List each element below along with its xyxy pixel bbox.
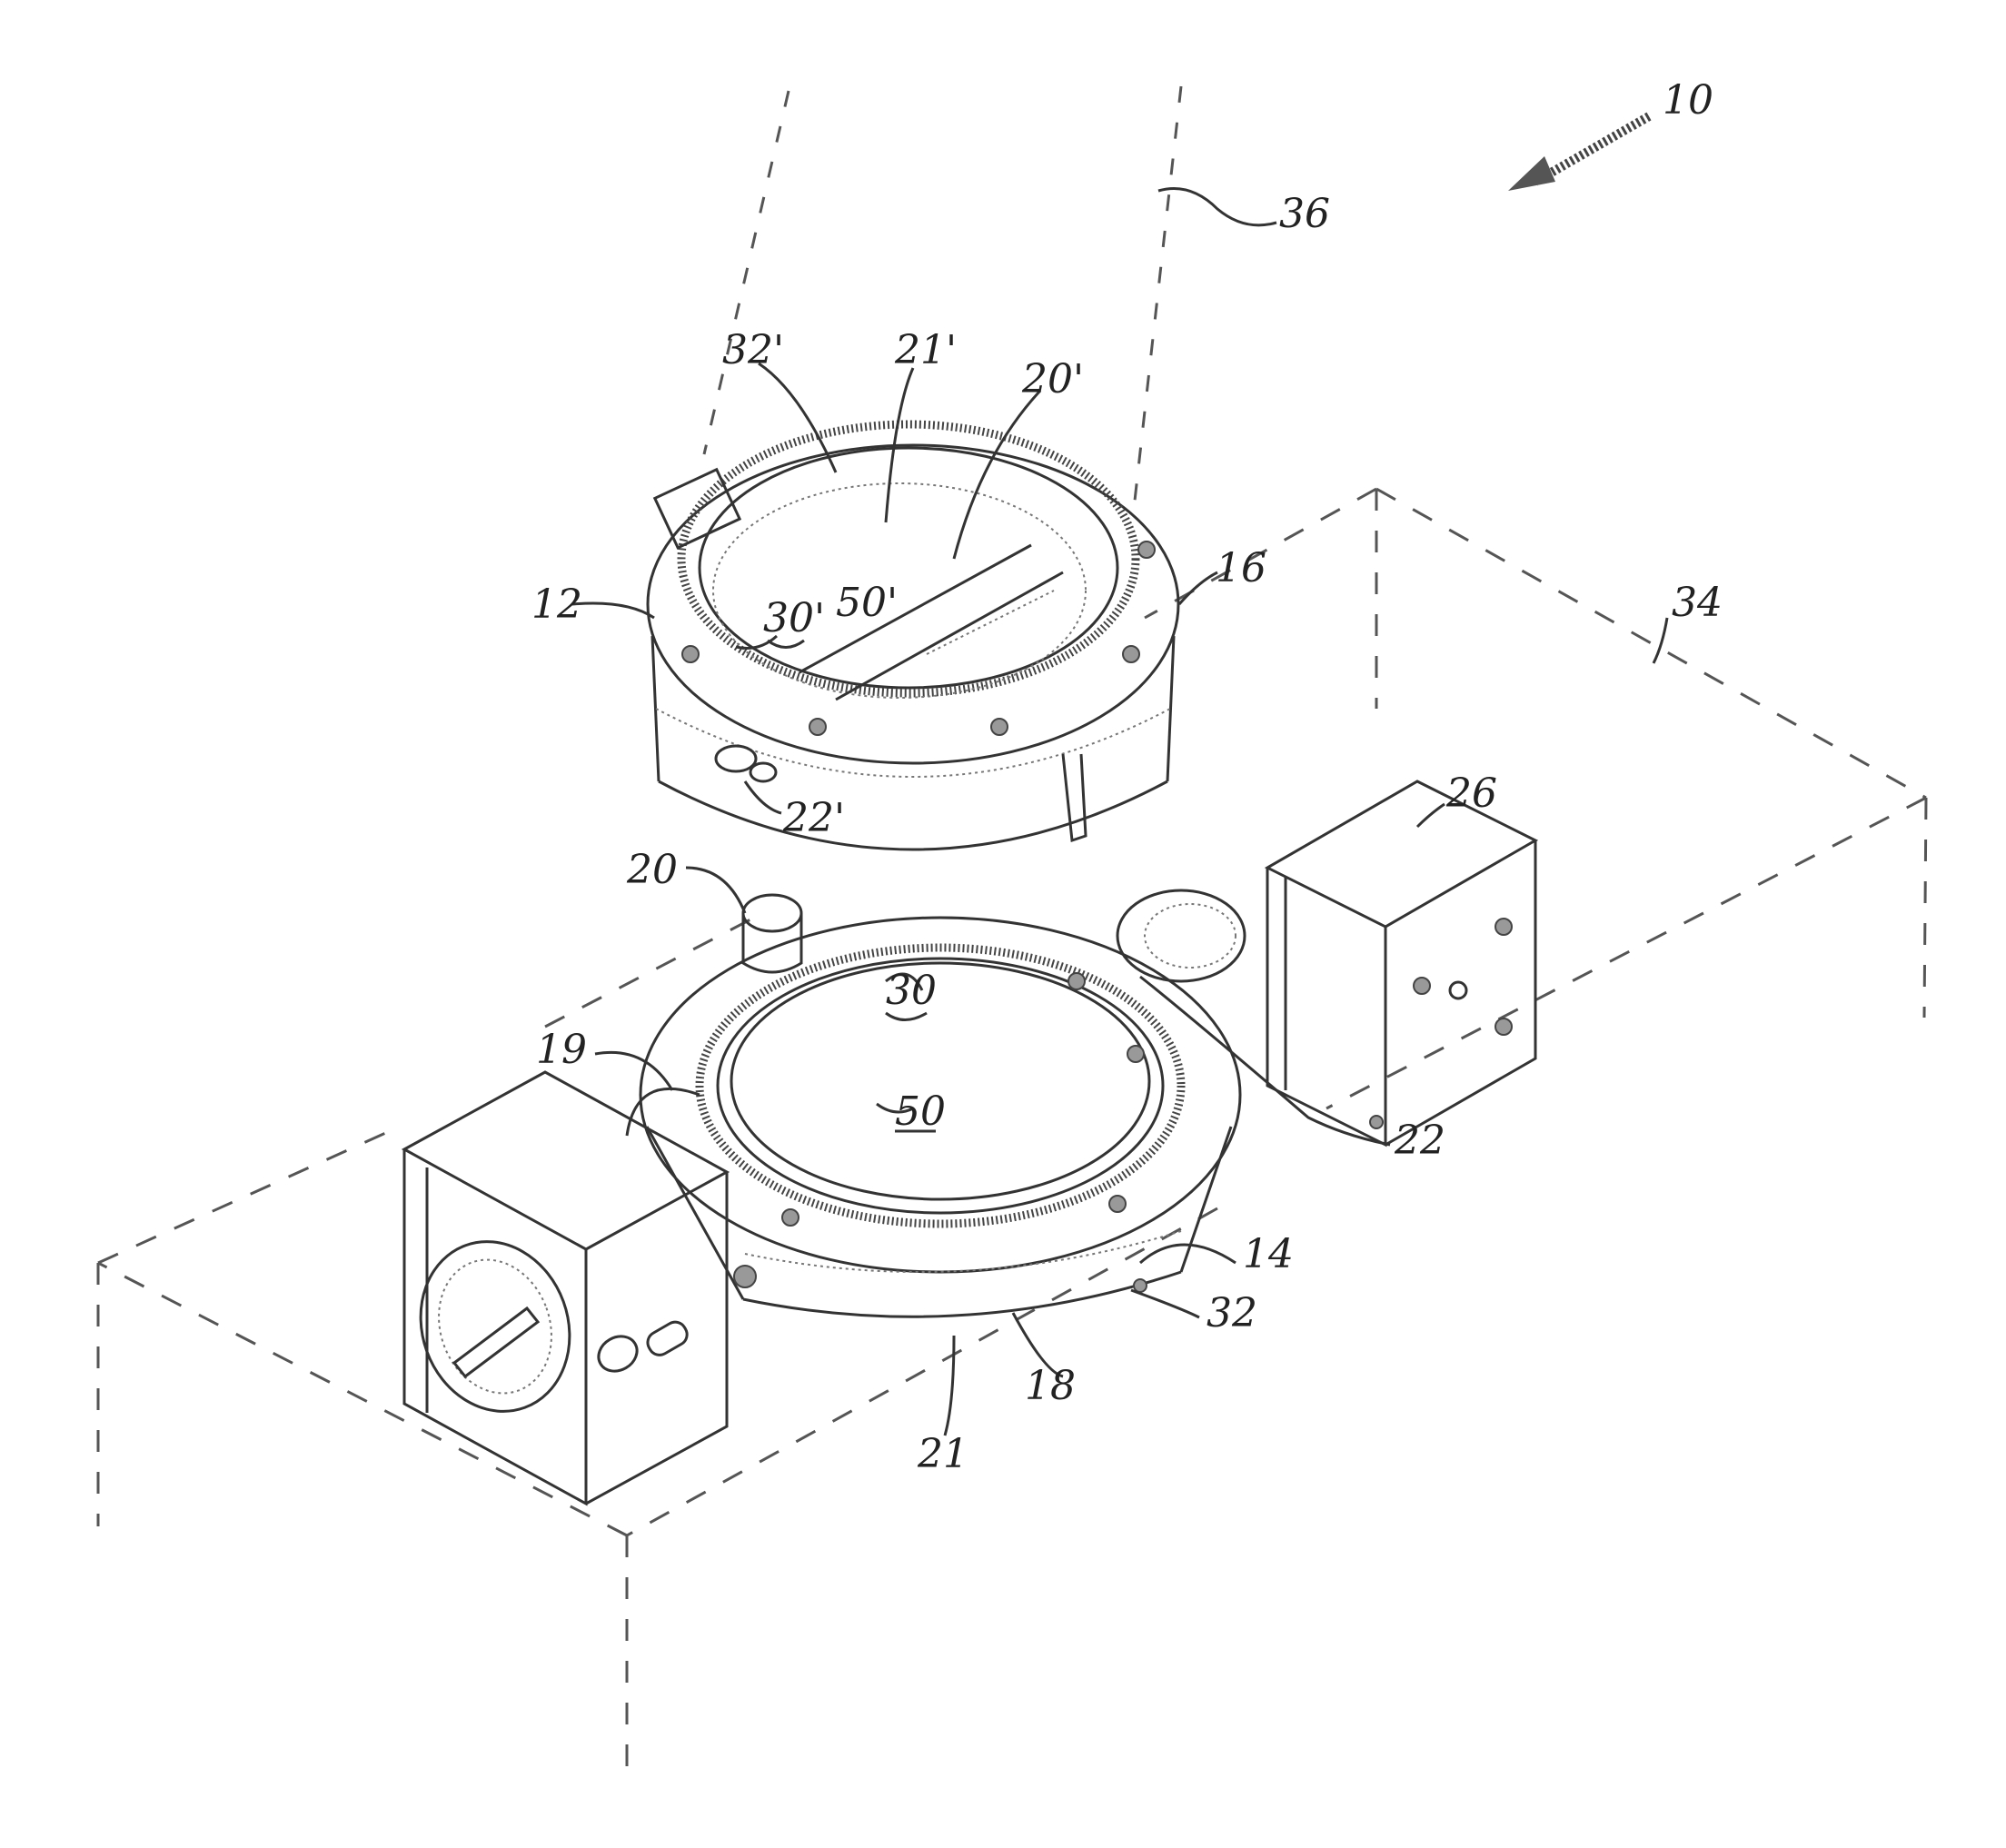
ref-36: 36 <box>1279 191 1330 237</box>
ref-50: 50 <box>895 1088 946 1135</box>
ref-21-prime: 21' <box>894 327 957 373</box>
ref-22-prime: 22' <box>782 795 845 841</box>
enclosure-box <box>98 489 1926 1785</box>
ref-26: 26 <box>1445 770 1497 817</box>
ref-20-prime: 20' <box>1021 356 1084 402</box>
ref-30-prime: 30' <box>763 595 825 641</box>
ref-21: 21 <box>917 1431 968 1477</box>
upper-ring-assembly <box>648 424 1178 849</box>
label-underlines <box>768 641 936 1131</box>
ref-30: 30 <box>886 968 937 1014</box>
ref-18: 18 <box>1025 1363 1076 1409</box>
ref-22: 22 <box>1394 1118 1445 1164</box>
left-actuator-box <box>397 1072 727 1504</box>
ref-12: 12 <box>531 581 582 628</box>
ref-10: 10 <box>1663 77 1713 124</box>
ref-14: 14 <box>1243 1231 1294 1277</box>
ref-20: 20 <box>626 847 678 893</box>
ref-32-prime: 32' <box>722 327 784 373</box>
ref-32: 32 <box>1207 1290 1257 1336</box>
assembly-arrow <box>1508 116 1649 191</box>
reference-numerals: 10 36 32' 21' 20' 12 30' 50' 16 34 22' 2… <box>531 77 1723 1477</box>
ref-50-prime: 50' <box>836 580 898 626</box>
ref-19: 19 <box>536 1027 587 1073</box>
ref-16: 16 <box>1216 545 1266 591</box>
ref-34: 34 <box>1672 580 1723 626</box>
